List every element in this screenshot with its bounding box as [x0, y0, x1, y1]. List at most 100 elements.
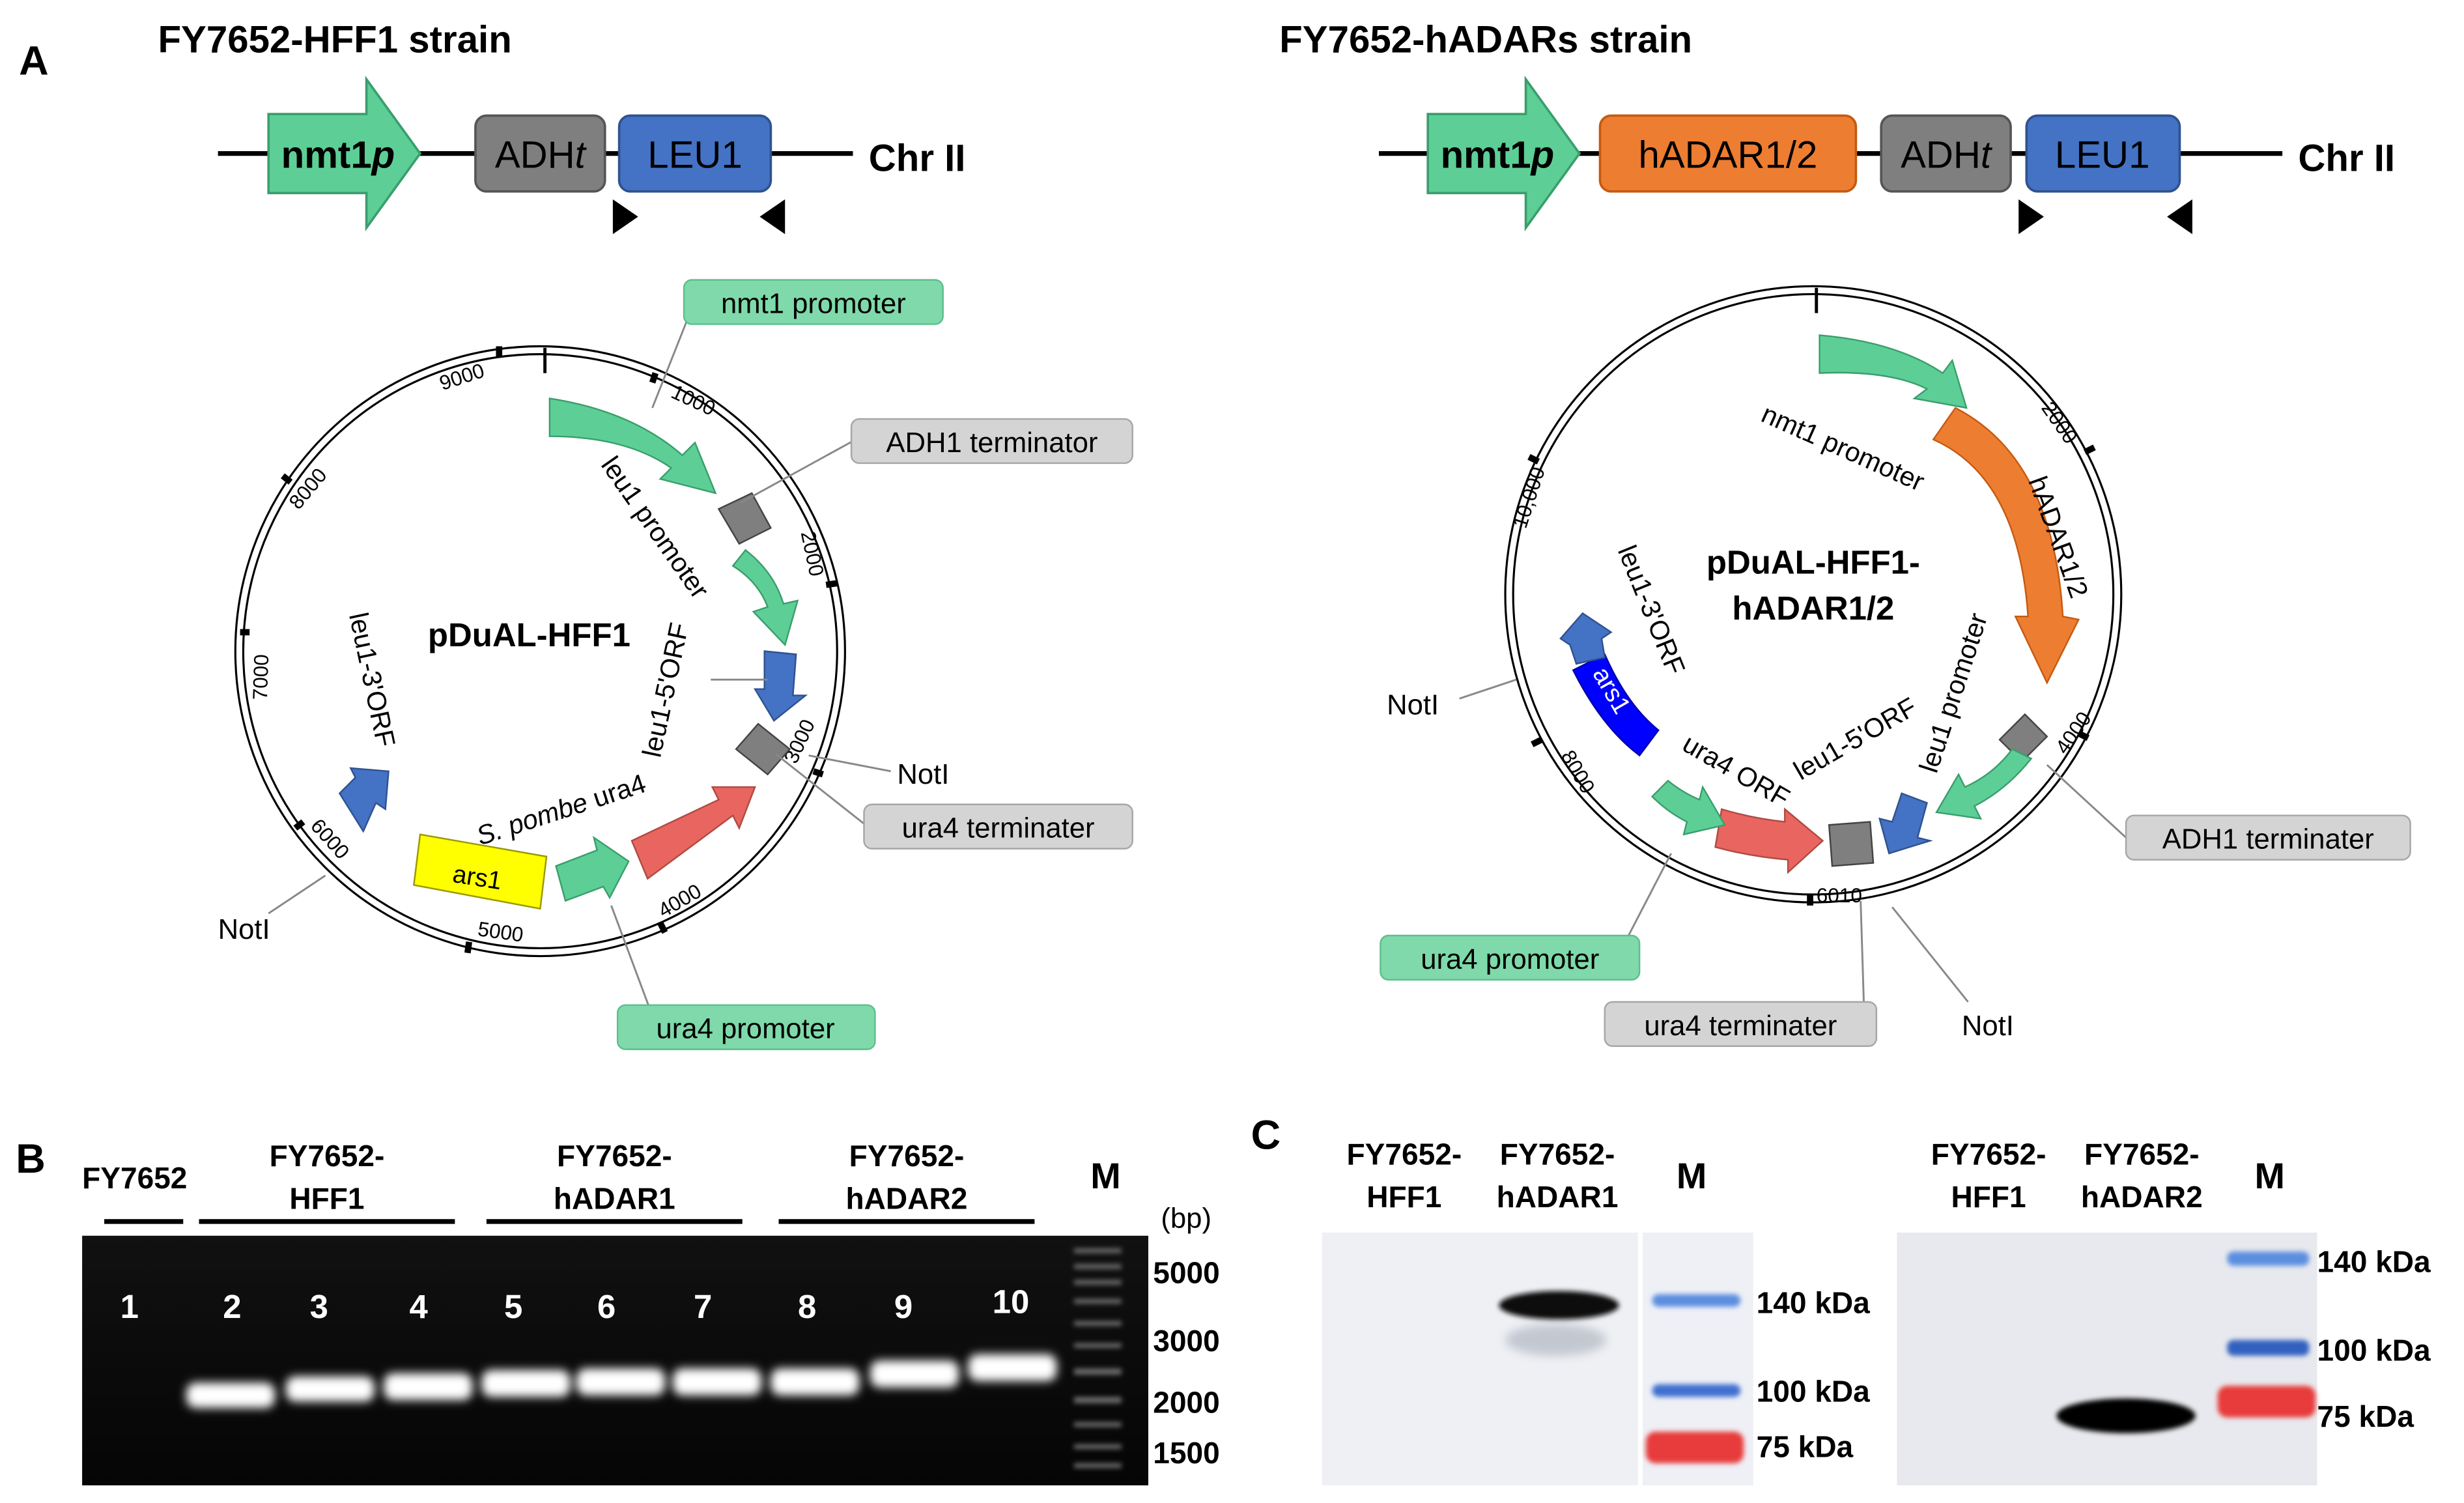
gel-group-hadar1-line1: FY7652- [557, 1139, 672, 1173]
hff1-strain-title: FY7652-HFF1 strain [158, 18, 512, 61]
callout-ura4-terminater [863, 803, 1133, 850]
nmt1p-label: nmt1p [1441, 134, 1555, 176]
tick-8000: 8000 [1557, 746, 1600, 797]
gel-size: 2000 [1153, 1385, 1219, 1419]
wb-ladder-75 [1645, 1431, 1744, 1463]
panel-label-b: B [16, 1136, 46, 1182]
leu1-promoter-label: leu1 promoter [1914, 609, 1993, 776]
wb-lane-label: HFF1 [1951, 1180, 2026, 1214]
primer-reverse [759, 199, 786, 235]
leu1-5orf-arrow [1878, 792, 1933, 855]
ura4-label: S. pombe ura4 [473, 768, 649, 851]
leu1-box [617, 114, 772, 193]
gel-lane-label: 5 [504, 1288, 522, 1325]
tick-1000: 1000 [668, 380, 719, 420]
callout-adh1-terminater [2125, 814, 2411, 861]
leu1-3orf-label: leu1-3'ORF [1612, 541, 1691, 678]
tick-9000: 9000 [436, 358, 487, 395]
callout-adh1-terminater-text: ADH1 terminater [2162, 823, 2374, 855]
nmt1p-label: nmt1p [281, 134, 395, 176]
gel-size: 3000 [1153, 1324, 1219, 1358]
leu1-box [2025, 114, 2181, 193]
wb-marker-label: M [2254, 1156, 2284, 1196]
hadar-label: hADAR1/2 [1638, 134, 1817, 176]
wb-membrane [1897, 1232, 2317, 1485]
gel-group-hadar1-line2: hADAR1 [554, 1182, 675, 1216]
gel-unit: (bp) [1161, 1203, 1211, 1235]
tick-2000: 2000 [2037, 397, 2082, 448]
tick-2000: 2000 [797, 529, 829, 579]
plasmid-backbone-inner [242, 353, 838, 949]
nmt1-promoter-arrow [1819, 334, 1968, 409]
gel-lane-label: 1 [120, 1288, 139, 1325]
gel-group-hadar2-line2: hADAR2 [846, 1182, 968, 1216]
hff1-locus: FY7652-HFF1 strain nmt1p ADHt LEU1 Chr I… [158, 18, 965, 235]
leu1-label: LEU1 [2055, 134, 2150, 176]
wb-size-labels: 140 kDa 100 kDa 75 kDa [2317, 1245, 2431, 1434]
western-blot-hadar2: FY7652- HFF1 FY7652- hADAR2 M 140 kDa 10… [1897, 1138, 2431, 1485]
leu1-3orf-arrow [338, 767, 389, 833]
wb-size: 75 kDa [2317, 1399, 2414, 1433]
callout-noti: NotI [897, 758, 949, 790]
gel-panel: FY7652 FY7652- HFF1 FY7652- hADAR1 FY765… [82, 1139, 1220, 1485]
callout-nmt1-promoter [683, 279, 944, 325]
wb-size: 140 kDa [2317, 1245, 2431, 1279]
plasmid2-name-line2: hADAR1/2 [1732, 590, 1894, 627]
gel-lane-label: 7 [694, 1288, 712, 1325]
hadar-locus: FY7652-hADARs strain nmt1p hADAR1/2 ADHt… [1279, 18, 2395, 235]
nmt1-promoter-arrow [548, 397, 717, 494]
tick-7000: 7000 [248, 654, 273, 700]
wb-size: 75 kDa [1757, 1429, 1854, 1463]
callout-ura4-promoter [1380, 934, 1641, 981]
adht-box [474, 114, 606, 193]
gel-group-wt: FY7652 [82, 1161, 187, 1195]
hadar-strain-title: FY7652-hADARs strain [1279, 18, 1692, 61]
tick-4000: 4000 [654, 879, 705, 922]
wb-size-labels: 140 kDa 100 kDa 75 kDa [1757, 1286, 1871, 1464]
gel-lane-label: 8 [798, 1288, 816, 1325]
callout-lines [1459, 678, 2127, 1003]
gel-lane-label: 9 [894, 1288, 913, 1325]
hadar-box [1598, 114, 1858, 193]
primer-forward [612, 199, 638, 235]
wb-smear [1505, 1324, 1607, 1356]
gel-size: 1500 [1153, 1436, 1219, 1470]
callout-adh1-terminator [850, 418, 1133, 465]
gel-lane-label: 2 [223, 1288, 241, 1325]
plasmid1-name: pDuAL-HFF1 [428, 616, 630, 653]
gel-size: 5000 [1153, 1256, 1219, 1290]
gel-lane-label: 10 [993, 1283, 1030, 1321]
wb-membrane [1322, 1232, 1638, 1485]
callout-ura4-terminater-text: ura4 terminater [902, 812, 1095, 844]
callout-noti: NotI [218, 913, 270, 945]
wb-lane-label: FY7652- [1931, 1138, 2046, 1171]
callout-ura4-promoter-text: ura4 promoter [1421, 943, 1599, 975]
nmt1p-arrow [1426, 76, 1581, 232]
wb-lane-label: FY7652- [2084, 1138, 2200, 1171]
ars1-box [1572, 653, 1660, 757]
tick-3000: 3000 [779, 715, 819, 767]
wb-marker-label: M [1677, 1156, 1706, 1196]
callout-ura4-promoter-text: ura4 promoter [657, 1013, 835, 1045]
ura4-orf-arrow [630, 786, 756, 880]
callout-noti: NotI [1387, 689, 1439, 721]
plasmid-backbone-outer [234, 345, 846, 958]
wb-lane-label: hADAR2 [2081, 1180, 2203, 1214]
leu1-3orf-label: leu1-3'ORF [343, 610, 401, 749]
wb-ladder-140 [1652, 1294, 1741, 1307]
plasmid-pdual-hff1-hadar: 2000 4000 6010 8000 10,000 ars1 pDuAL-HF… [1380, 285, 2411, 1047]
wb-size: 140 kDa [1757, 1286, 1871, 1320]
primer-reverse [2167, 199, 2192, 235]
ura4-promoter-arrow [1650, 779, 1726, 836]
leu1-3orf-arrow [1559, 612, 1613, 665]
callout-nmt1-promoter-text: nmt1 promoter [721, 288, 906, 320]
panel-label-c: C [1251, 1112, 1281, 1158]
primer-forward [2018, 199, 2044, 235]
tick-marks [240, 346, 838, 954]
ura4-terminater-box [1828, 821, 1875, 867]
gel-marker-label: M [1090, 1156, 1120, 1196]
adht-label: ADHt [495, 134, 588, 176]
callout-lines [268, 308, 891, 1012]
leu1-5orf-arrow [754, 650, 808, 723]
